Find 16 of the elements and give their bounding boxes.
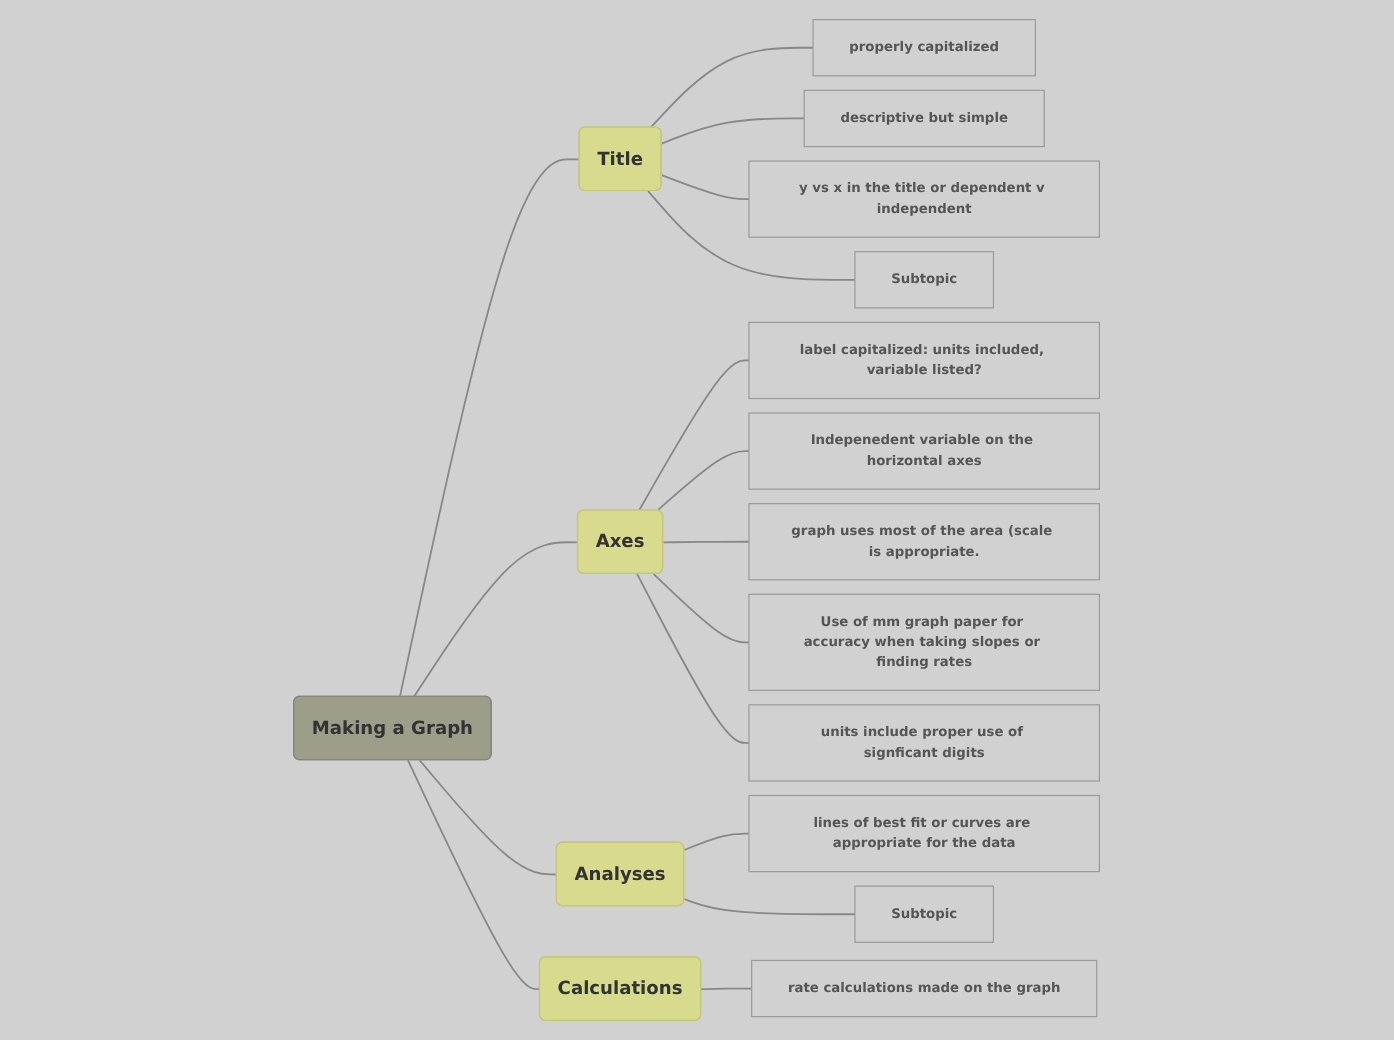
- connector: [650, 46, 815, 129]
- connector: [683, 898, 857, 916]
- connector: [700, 987, 753, 991]
- connector: [661, 174, 751, 201]
- connector: [638, 359, 751, 512]
- connector: [407, 759, 542, 991]
- connector: [636, 573, 751, 744]
- connector: [653, 573, 751, 644]
- connector: [661, 117, 806, 145]
- connector: [413, 541, 580, 698]
- connector: [656, 450, 751, 512]
- connector: [647, 190, 857, 281]
- connector: [419, 759, 559, 876]
- connector: [662, 540, 751, 544]
- connector: [683, 832, 751, 851]
- connector: [399, 158, 581, 698]
